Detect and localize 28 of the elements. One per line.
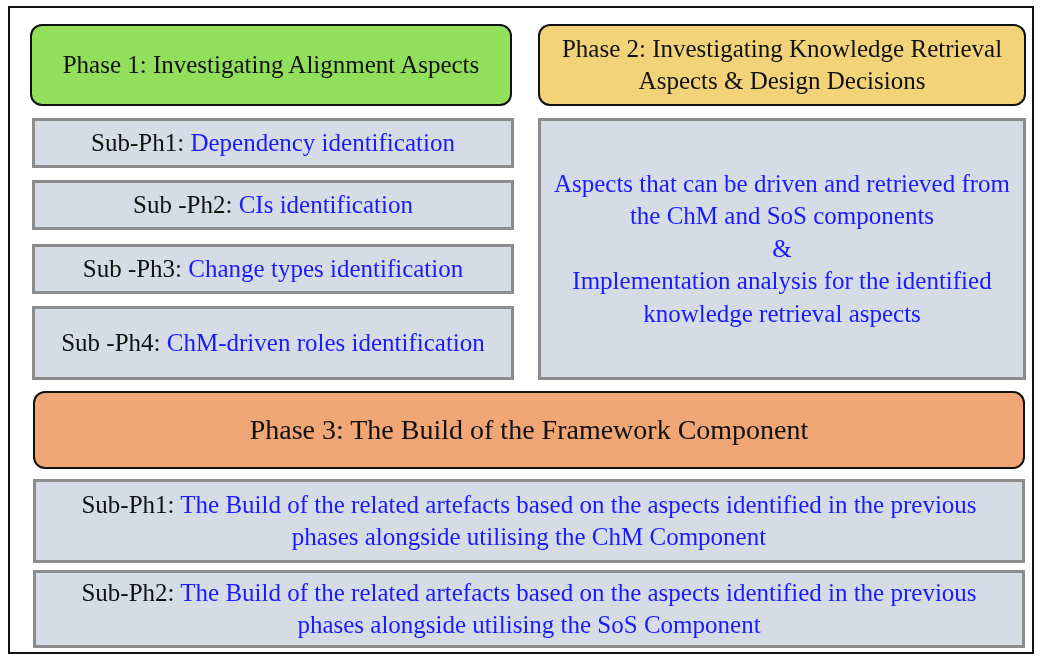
sub-phase-box bbox=[32, 306, 514, 380]
phase-label: Sub-Ph2: bbox=[81, 578, 175, 606]
description-text: Aspects that can be driven and retrieved from the ChM and SoS components bbox=[552, 168, 1012, 232]
phase-label: Sub -Ph3: bbox=[82, 254, 183, 282]
phase-header bbox=[538, 24, 1026, 106]
phase-label: Sub-Ph1: bbox=[81, 490, 175, 518]
sub-phase-box bbox=[33, 479, 1025, 563]
sub-phase-box bbox=[32, 118, 514, 168]
phase-header bbox=[30, 24, 512, 106]
phase-title: Phase 3: The Build of the Framework Component bbox=[249, 413, 809, 445]
sub-phase-box bbox=[33, 570, 1025, 648]
phase-label: Sub -Ph4: bbox=[61, 328, 161, 356]
phase-title: Phase 2: Investigating Knowledge Retrieval Aspects & Design Decisions bbox=[561, 34, 1003, 94]
phase-label: Sub-Ph1: bbox=[91, 128, 185, 156]
phase-title: Phase 1: Investigating Alignment Aspects bbox=[62, 50, 480, 78]
sub-phase-box bbox=[32, 244, 514, 294]
phase-description: CIs identification bbox=[238, 190, 413, 218]
phase-label: Sub -Ph2: bbox=[133, 190, 233, 218]
phase-description: Dependency identification bbox=[190, 128, 455, 156]
phase-description: ChM-driven roles identification bbox=[166, 328, 485, 356]
sub-phase-box bbox=[32, 180, 514, 230]
phase-description: The Build of the related artefacts based on the aspects identified in the previous phases alongside utilising the ChM Component bbox=[180, 490, 977, 550]
phase-header bbox=[33, 391, 1025, 469]
description-box bbox=[538, 118, 1026, 380]
phase-description: Change types identification bbox=[188, 254, 464, 282]
description-text: & bbox=[771, 233, 793, 264]
description-text: Implementation analysis for the identified knowledge retrieval aspects bbox=[571, 266, 993, 329]
phase-description: The Build of the related artefacts based on the aspects identified in the previous phases alongside utilising the SoS Component bbox=[180, 578, 977, 638]
